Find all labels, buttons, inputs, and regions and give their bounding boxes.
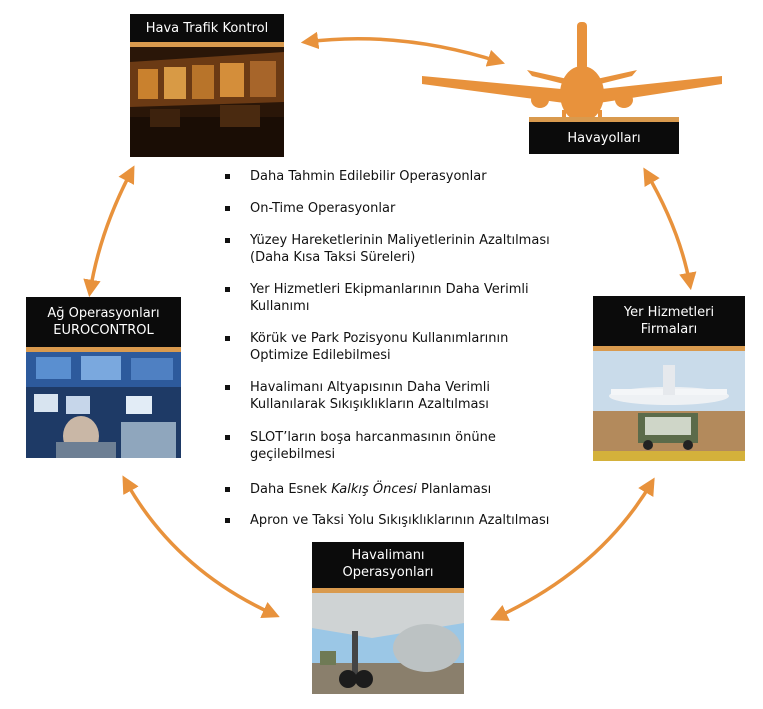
benefit-text: Yüzey Hareketlerinin Maliyetlerinin Azal…	[250, 233, 550, 265]
benefit-text: Daha Esnek Kalkış Öncesi Planlaması	[250, 482, 492, 497]
bullet-icon	[225, 238, 230, 243]
airlines-accent-bar	[529, 117, 679, 122]
bullet-icon	[225, 385, 230, 390]
ground-label: Yer Hizmetleri Firmaları	[593, 296, 745, 346]
airport-label: Havalimanı Operasyonları	[312, 540, 464, 588]
bullet-icon	[225, 174, 230, 179]
benefit-item: Daha Esnek Kalkış Öncesi Planlaması	[208, 481, 588, 499]
benefit-item: Yer Hizmetleri Ekipmanlarının Daha Verim…	[208, 281, 588, 317]
bullet-icon	[225, 206, 230, 211]
arrow-atc-airlines	[300, 31, 506, 67]
airport-ops-photo	[312, 593, 464, 694]
arrow-network-atc	[83, 165, 135, 298]
atc-tower-photo	[130, 47, 284, 157]
benefit-text: Daha Tahmin Edilebilir Operasyonlar	[250, 169, 487, 184]
benefit-text: Havalimanı Altyapısının Daha Verimli Kul…	[250, 380, 491, 412]
atc-accent-bar	[130, 42, 284, 47]
arrow-airlines-ground	[643, 167, 697, 291]
benefit-text: On-Time Operasyonlar	[250, 201, 396, 216]
bullet-icon	[225, 336, 230, 341]
benefit-item: Apron ve Taksi Yolu Sıkışıklıklarının Az…	[208, 512, 588, 530]
network-accent-bar	[26, 347, 181, 352]
airplane-icon	[422, 22, 722, 122]
network-ops-photo	[26, 352, 181, 458]
benefit-item: Daha Tahmin Edilebilir Operasyonlar	[208, 168, 588, 186]
benefit-item: Körük ve Park Pozisyonu Kullanımlarının …	[208, 330, 588, 366]
benefit-text: Apron ve Taksi Yolu Sıkışıklıklarının Az…	[250, 513, 550, 528]
benefit-item: Havalimanı Altyapısının Daha Verimli Kul…	[208, 379, 588, 415]
bullet-icon	[225, 487, 230, 492]
airport-accent-bar	[312, 588, 464, 593]
benefit-text: Yer Hizmetleri Ekipmanlarının Daha Verim…	[250, 282, 529, 314]
benefit-item: SLOT’ların boşa harcanmasının önüne geçi…	[208, 429, 588, 465]
benefit-item: Yüzey Hareketlerinin Maliyetlerinin Azal…	[208, 232, 588, 268]
bullet-icon	[225, 435, 230, 440]
ground-services-photo	[593, 351, 745, 461]
arrow-ground-airport	[490, 477, 655, 621]
benefit-text: Körük ve Park Pozisyonu Kullanımlarının …	[250, 331, 509, 363]
bullet-icon	[225, 287, 230, 292]
bullet-icon	[225, 518, 230, 523]
benefits-list: Daha Tahmin Edilebilir Operasyonlar On-T…	[208, 160, 588, 542]
airlines-label: Havayolları	[529, 122, 679, 154]
ground-accent-bar	[593, 346, 745, 351]
benefit-item: On-Time Operasyonlar	[208, 200, 588, 218]
arrow-airport-network	[122, 475, 280, 618]
atc-label: Hava Trafik Kontrol	[130, 14, 284, 42]
benefit-text: SLOT’ların boşa harcanmasının önüne geçi…	[250, 430, 496, 462]
network-label: Ağ Operasyonları EUROCONTROL	[26, 297, 181, 347]
